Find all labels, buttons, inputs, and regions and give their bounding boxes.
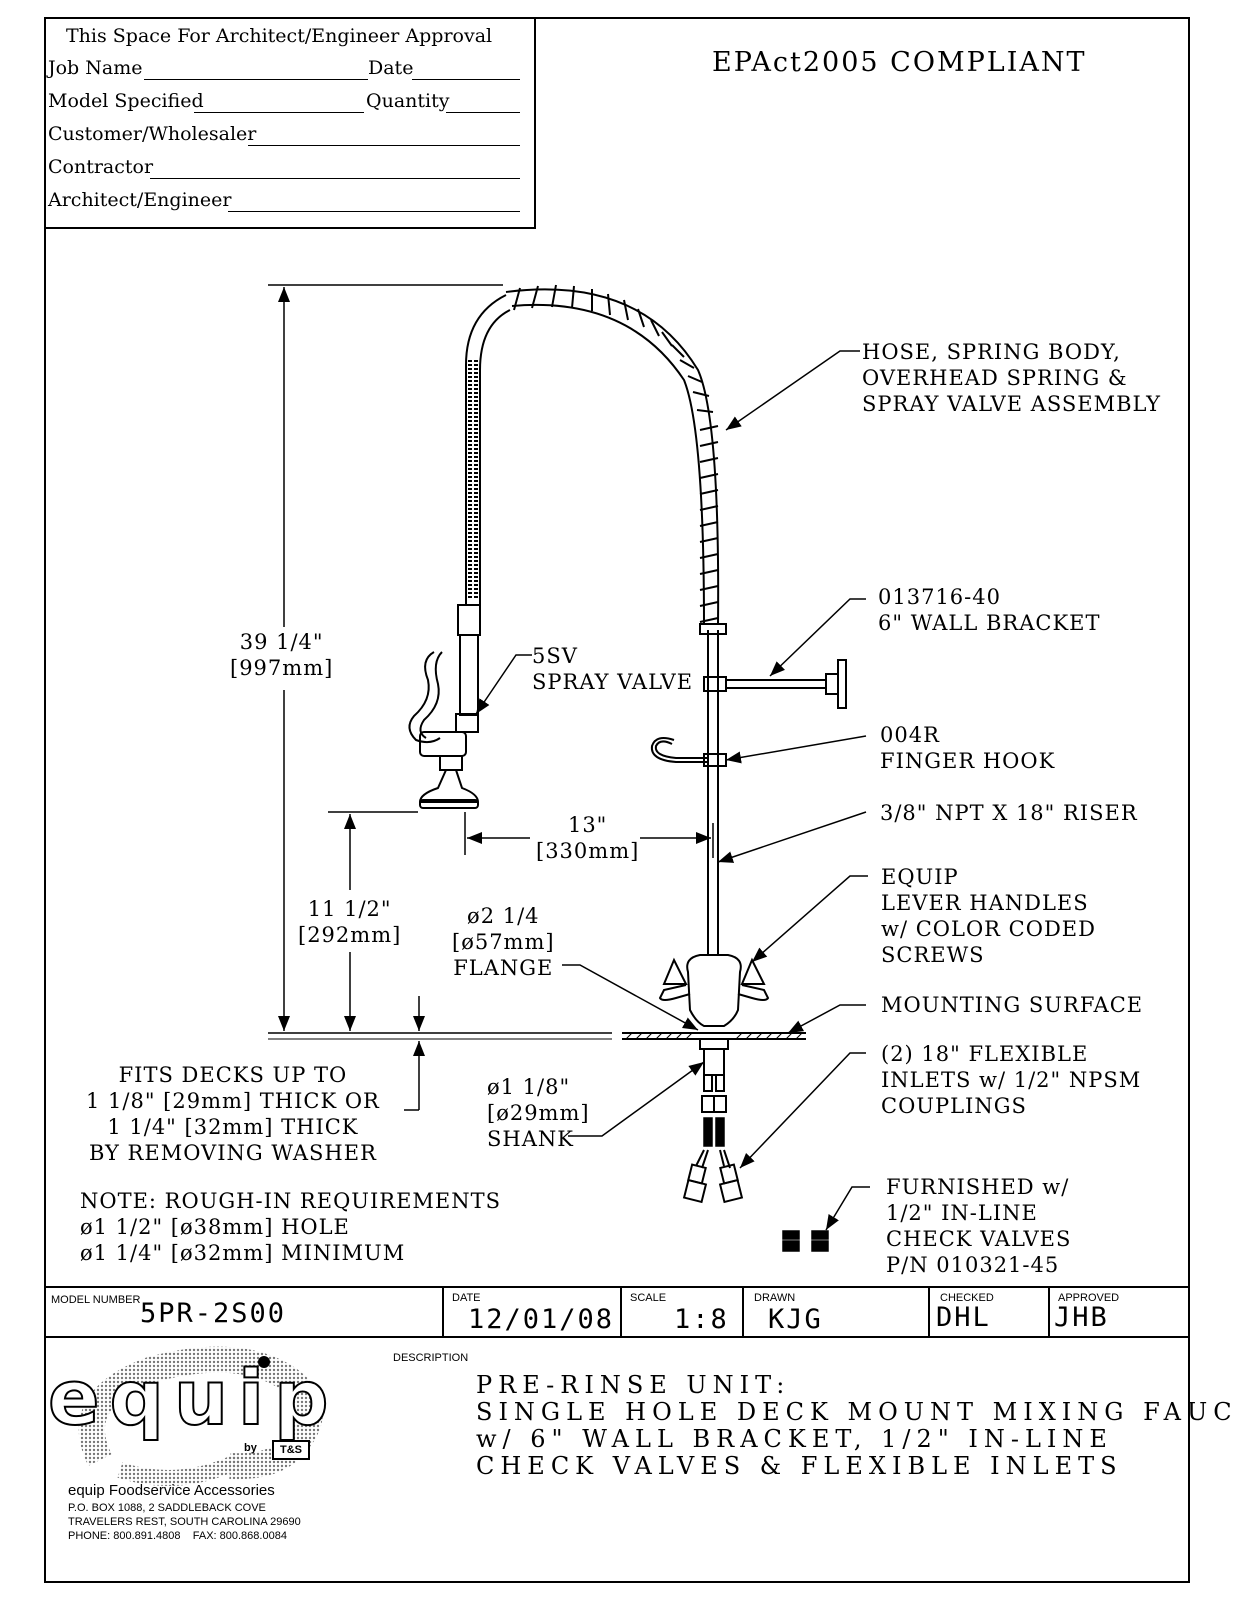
handles-callout: EQUIP LEVER HANDLES w/ COLOR CODED SCREW… [881, 865, 1096, 967]
company-name: equip Foodservice Accessories [68, 1482, 275, 1499]
drawing-scale: 1:8 [674, 1304, 729, 1335]
bracket-callout: 013716-40 6" WALL BRACKET [878, 585, 1101, 635]
shank-leader [568, 1061, 705, 1137]
approved-by: JHB [1054, 1302, 1109, 1333]
contractor-field[interactable] [150, 178, 520, 179]
shank [703, 1048, 725, 1076]
company-contact: PHONE: 800.891.4808 FAX: 800.868.0084 [68, 1530, 287, 1542]
job-name-label: Job Name [48, 57, 143, 79]
hook-leader [725, 735, 867, 764]
riser-leader [717, 811, 867, 863]
model-specified-field[interactable] [194, 112, 364, 113]
description-line: w/ 6" WALL BRACKET, 1/2" IN-LINE [476, 1425, 1113, 1453]
description-line: CHECK VALVES & FLEXIBLE INLETS [476, 1452, 1123, 1480]
model-number: 5PR-2S00 [140, 1298, 287, 1329]
height-dimension: 39 1/4" [997mm] [230, 630, 334, 680]
rough-in-note: NOTE: ROUGH-IN REQUIREMENTS ø1 1/2" [ø38… [80, 1189, 502, 1265]
left-lever-handle [658, 984, 691, 1001]
architect-label: Architect/Engineer [48, 189, 232, 211]
deck-note: FITS DECKS UP TO 1 1/8" [29mm] THICK OR … [86, 1063, 380, 1165]
ts-logo-mark: T&S [272, 1440, 310, 1460]
hose-callout: HOSE, SPRING BODY, OVERHEAD SPRING & SPR… [862, 340, 1162, 416]
scale-label: SCALE [630, 1292, 667, 1304]
faucet-body [686, 954, 742, 1027]
spray-head [418, 769, 480, 803]
logo-wordmark: equip [47, 1353, 339, 1442]
drawn-by: KJG [768, 1304, 823, 1335]
wall-bracket-plate [837, 659, 847, 709]
customer-label: Customer/Wholesaler [48, 123, 257, 145]
hose-outline [465, 294, 507, 605]
quantity-field[interactable] [446, 112, 520, 113]
spray-valve-leader [475, 654, 532, 715]
approval-block: This Space For Architect/Engineer Approv… [44, 17, 536, 229]
check-valves-callout: FURNISHED w/ 1/2" IN-LINE CHECK VALVES P… [886, 1175, 1072, 1277]
architect-field[interactable] [228, 211, 520, 212]
hook-callout: 004R FINGER HOOK [880, 723, 1056, 773]
finger-hook [654, 740, 708, 759]
spray-valve-body [457, 604, 481, 636]
compliance-label: EPAct2005 COMPLIANT [712, 47, 1087, 78]
customer-field[interactable] [248, 145, 520, 146]
description-line: PRE-RINSE UNIT: [476, 1371, 791, 1399]
logo-by: by [244, 1442, 257, 1454]
flexible-inlets [682, 1074, 744, 1204]
mounting-leader [787, 1004, 866, 1034]
model-number-label: MODEL NUMBER [51, 1294, 141, 1306]
drawing-sheet [44, 17, 1190, 1583]
mounting-callout: MOUNTING SURFACE [881, 993, 1144, 1017]
bracket-leader [769, 598, 866, 677]
description-block: PRE-RINSE UNIT: SINGLE HOLE DECK MOUNT M… [476, 1372, 1237, 1480]
date-field[interactable] [412, 79, 520, 80]
spray-valve-callout: 5SV SPRAY VALVE [532, 644, 694, 694]
job-name-field[interactable] [144, 79, 368, 80]
handles-leader [751, 875, 868, 963]
overhead-spring [505, 288, 720, 626]
riser-callout: 3/8" NPT X 18" RISER [880, 801, 1138, 825]
checked-label: CHECKED [940, 1292, 994, 1304]
quantity-label: Quantity [366, 90, 450, 112]
spray-valve-handle [408, 651, 441, 744]
model-specified-label: Model Specified [48, 90, 204, 112]
drawing-date: 12/01/08 [468, 1304, 615, 1335]
approved-label: APPROVED [1058, 1292, 1120, 1304]
inlets-callout: (2) 18" FLEXIBLE INLETS w/ 1/2" NPSM COU… [881, 1042, 1142, 1118]
check-valves-leader [825, 1186, 870, 1231]
company-address-2: TRAVELERS REST, SOUTH CAROLINA 29690 [68, 1516, 301, 1528]
date-label: Date [368, 57, 414, 79]
drawn-label: DRAWN [754, 1292, 796, 1304]
date-label: DATE [452, 1292, 481, 1304]
check-valves [782, 1230, 829, 1252]
approval-title: This Space For Architect/Engineer Approv… [66, 25, 493, 47]
spout-height-dimension: 11 1/2" [292mm] [298, 897, 402, 947]
company-address-1: P.O. BOX 1088, 2 SADDLEBACK COVE [68, 1502, 266, 1514]
inlets-leader [739, 1052, 866, 1169]
contractor-label: Contractor [48, 156, 154, 178]
description-line: SINGLE HOLE DECK MOUNT MIXING FAUCET [476, 1398, 1237, 1426]
reach-dimension: 13" [330mm] [536, 813, 640, 863]
hose-leader [725, 350, 860, 431]
shank-callout: ø1 1/8" [ø29mm] SHANK [487, 1075, 590, 1151]
flange-leader [562, 964, 699, 1031]
right-lever-handle [737, 984, 770, 1001]
shank-nut [699, 1038, 729, 1050]
wall-bracket-clamp [703, 676, 727, 692]
flange-callout: ø2 1/4 [ø57mm] FLANGE [452, 904, 555, 980]
checked-by: DHL [936, 1302, 991, 1333]
description-label: DESCRIPTION [393, 1352, 469, 1364]
